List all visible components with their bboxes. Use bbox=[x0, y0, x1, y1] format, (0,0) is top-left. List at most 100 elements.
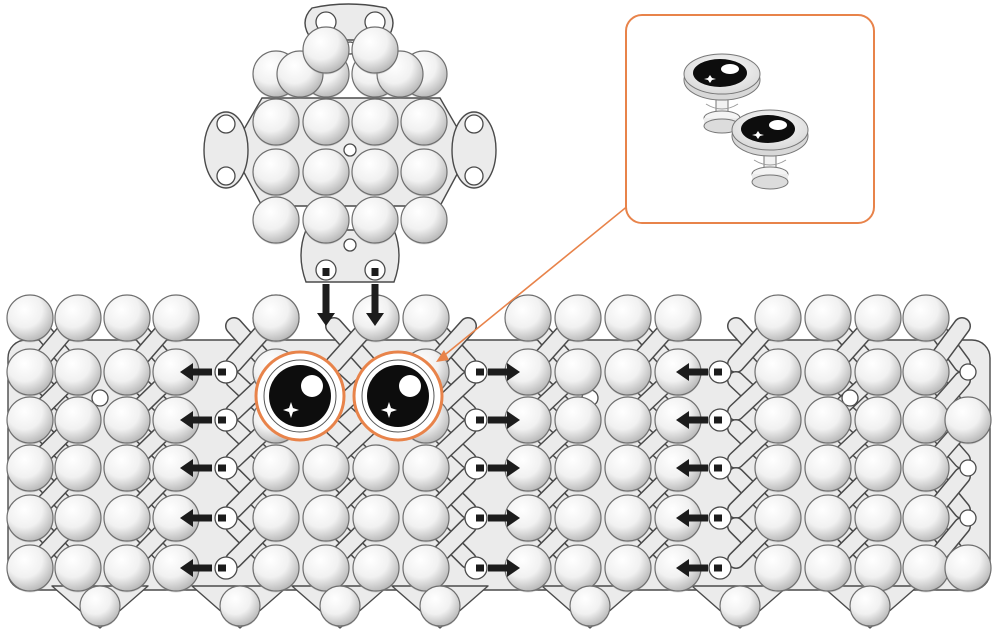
peg-sparkle bbox=[752, 131, 764, 139]
arrow-head bbox=[676, 509, 689, 527]
ball bbox=[6, 396, 54, 444]
arrow-head bbox=[676, 559, 689, 577]
ball bbox=[804, 348, 852, 396]
ball bbox=[6, 348, 54, 396]
arrow-head bbox=[507, 559, 520, 577]
ball bbox=[103, 294, 151, 342]
arrow-shaft bbox=[488, 368, 512, 376]
arrow-shaft bbox=[488, 416, 512, 424]
ball bbox=[252, 444, 300, 492]
ball bbox=[103, 396, 151, 444]
arrow-left-icon bbox=[676, 459, 722, 477]
ball bbox=[252, 196, 300, 244]
ball bbox=[6, 494, 54, 542]
ball bbox=[902, 494, 950, 542]
arrow-dash bbox=[476, 368, 484, 376]
ball bbox=[54, 396, 102, 444]
ball bbox=[604, 544, 652, 592]
ball bbox=[569, 585, 611, 627]
ball bbox=[302, 494, 350, 542]
arrow-dash bbox=[322, 268, 330, 276]
eye-peg bbox=[731, 109, 809, 190]
right-lobe bbox=[451, 111, 497, 189]
arrow-dash bbox=[218, 368, 226, 376]
ball bbox=[849, 585, 891, 627]
ball bbox=[854, 396, 902, 444]
arrow-head bbox=[507, 509, 520, 527]
ball bbox=[103, 544, 151, 592]
arrow-left-icon bbox=[676, 559, 722, 577]
arrow-head bbox=[180, 559, 193, 577]
ball bbox=[302, 444, 350, 492]
ball bbox=[6, 544, 54, 592]
ball-layer bbox=[6, 26, 992, 628]
arrow-left-icon bbox=[676, 411, 722, 429]
arrow-right-icon bbox=[476, 559, 520, 577]
arrow-shaft bbox=[488, 464, 512, 472]
ball bbox=[352, 494, 400, 542]
callout-leader bbox=[440, 195, 641, 359]
arrow-dash bbox=[714, 464, 722, 472]
ball bbox=[554, 396, 602, 444]
callout-pointer bbox=[436, 350, 449, 362]
arrow-left-icon bbox=[180, 509, 226, 527]
ball bbox=[219, 585, 261, 627]
arrow-head bbox=[507, 363, 520, 381]
arrow-left-icon bbox=[676, 509, 722, 527]
plate-hole bbox=[464, 166, 484, 186]
plate-hole bbox=[343, 143, 357, 157]
arrow-shaft bbox=[322, 284, 330, 314]
arrow-shaft bbox=[488, 514, 512, 522]
ball bbox=[804, 444, 852, 492]
ball bbox=[604, 396, 652, 444]
arrow-shaft bbox=[684, 416, 708, 424]
eye-layer bbox=[254, 350, 444, 442]
ball bbox=[152, 294, 200, 342]
ball bbox=[854, 494, 902, 542]
arrow-dash bbox=[476, 564, 484, 572]
ball bbox=[804, 396, 852, 444]
arrow-dash bbox=[218, 464, 226, 472]
eye-sparkle bbox=[283, 402, 299, 418]
arrow-dash bbox=[714, 564, 722, 572]
plate-hole bbox=[959, 363, 977, 381]
arrow-layer bbox=[180, 268, 722, 577]
eye-pupil bbox=[367, 365, 429, 427]
peg-glint bbox=[721, 64, 739, 74]
ball bbox=[54, 544, 102, 592]
ball bbox=[351, 26, 399, 74]
ball bbox=[902, 294, 950, 342]
arrow-head bbox=[180, 509, 193, 527]
ball bbox=[419, 585, 461, 627]
arrow-dash bbox=[476, 416, 484, 424]
ball bbox=[604, 444, 652, 492]
ball bbox=[754, 444, 802, 492]
arrow-head bbox=[180, 411, 193, 429]
plate-hole bbox=[464, 114, 484, 134]
arrow-right-icon bbox=[476, 363, 520, 381]
arrow-head bbox=[366, 313, 384, 326]
ball bbox=[351, 98, 399, 146]
eye-sparkle bbox=[381, 402, 397, 418]
arrow-dash bbox=[218, 416, 226, 424]
ball bbox=[754, 494, 802, 542]
ball bbox=[402, 294, 450, 342]
arrow-shaft bbox=[684, 368, 708, 376]
ball bbox=[302, 148, 350, 196]
eye-glint bbox=[399, 375, 421, 397]
plate-hole bbox=[216, 166, 236, 186]
arrow-head bbox=[507, 411, 520, 429]
arrow-shaft bbox=[684, 564, 708, 572]
ball bbox=[804, 544, 852, 592]
eye-peg bbox=[683, 53, 761, 134]
peg-base-bottom bbox=[751, 174, 789, 190]
arrow-shaft bbox=[684, 464, 708, 472]
ball bbox=[302, 196, 350, 244]
ball bbox=[854, 294, 902, 342]
ball bbox=[402, 494, 450, 542]
ball bbox=[54, 294, 102, 342]
ball bbox=[719, 585, 761, 627]
peg-collar bbox=[753, 159, 787, 166]
